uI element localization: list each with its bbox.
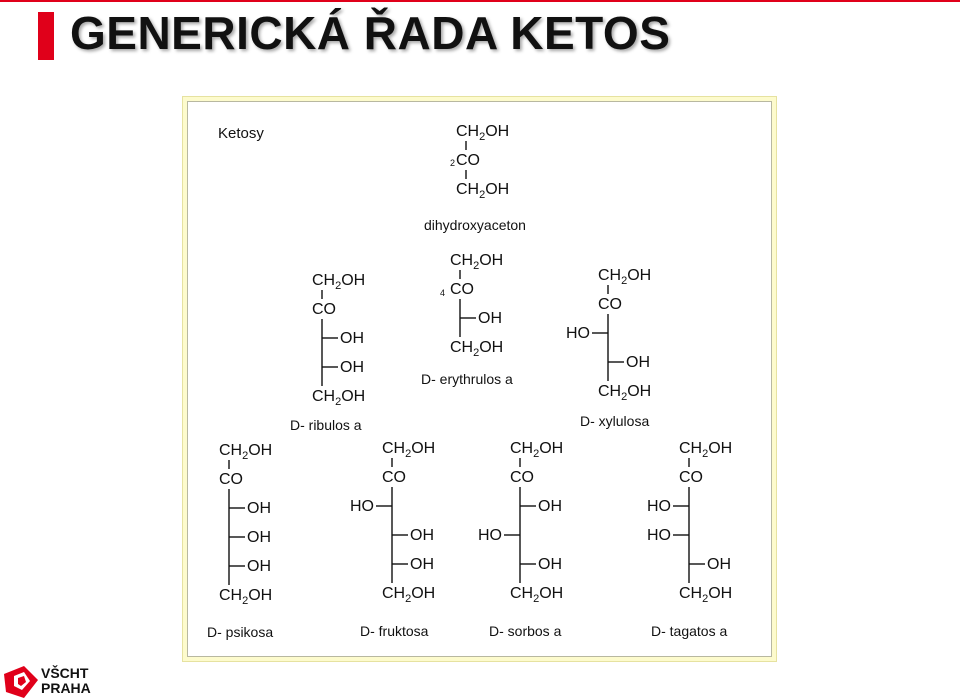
tagatosa-ho-1: HO [647, 527, 671, 544]
tagatosa-ch2oh-top: CH2OH [679, 440, 732, 460]
ribulosa-oh-1: OH [340, 359, 364, 376]
psikosa-co-group: CO [219, 471, 243, 488]
tagatosa-ho-0: HO [647, 498, 671, 515]
fruktosa-co-group: CO [382, 469, 406, 486]
fruktosa-name-label: D- fruktosa [360, 623, 429, 639]
dihydroxyaceton-ch2oh-bottom: CH2OH [456, 181, 509, 201]
psikosa-oh-2: OH [247, 558, 271, 575]
xylulosa-ho-0: HO [566, 325, 590, 342]
sorbosa-ch2oh-bottom: CH2OH [510, 585, 563, 605]
fruktosa-oh-2: OH [410, 556, 434, 573]
psikosa-oh-1: OH [247, 529, 271, 546]
xylulosa-ch2oh-bottom: CH2OH [598, 383, 651, 403]
xylulosa-co-group: CO [598, 296, 622, 313]
erythrulosa-co-group: CO [450, 281, 474, 298]
fruktosa-ch2oh-bottom: CH2OH [382, 585, 435, 605]
tagatosa-co-group: CO [679, 469, 703, 486]
logo-line-2: PRAHA [41, 680, 91, 696]
dihydroxyaceton-name-label: dihydroxyaceton [424, 217, 526, 233]
psikosa-oh-0: OH [247, 500, 271, 517]
tagatosa-ch2oh-bottom: CH2OH [679, 585, 732, 605]
ribulosa-co-group: CO [312, 301, 336, 318]
ribulosa-ch2oh-bottom: CH2OH [312, 388, 365, 408]
ribulosa-oh-0: OH [340, 330, 364, 347]
tagatosa-name-label: D- tagatos a [651, 623, 727, 639]
ribulosa-name-label: D- ribulos a [290, 417, 362, 433]
psikosa-name-label: D- psikosa [207, 624, 273, 640]
erythrulosa-ch2oh-bottom: CH2OH [450, 339, 503, 359]
logo-text: VŠCHT PRAHA [41, 666, 91, 696]
psikosa-ch2oh-bottom: CH2OH [219, 587, 272, 607]
diagram-heading: Ketosy [218, 125, 264, 142]
erythrulosa-oh-0: OH [478, 310, 502, 327]
slide-title: GENERICKÁ ŘADA KETOS [70, 7, 671, 59]
xylulosa-ch2oh-top: CH2OH [598, 267, 651, 287]
dihydroxyaceton-ch2oh-top: CH2OH [456, 123, 509, 143]
erythrulosa-carbon-marker: 4 [440, 288, 445, 298]
sorbosa-oh-0: OH [538, 498, 562, 515]
psikosa-ch2oh-top: CH2OH [219, 442, 272, 462]
sorbosa-co-group: CO [510, 469, 534, 486]
top-accent-line [0, 0, 960, 2]
logo-line-1: VŠCHT [41, 665, 89, 681]
title-accent-bar [38, 12, 54, 60]
fruktosa-ho-0: HO [350, 498, 374, 515]
fruktosa-ch2oh-top: CH2OH [382, 440, 435, 460]
ribulosa-ch2oh-top: CH2OH [312, 272, 365, 292]
sorbosa-ch2oh-top: CH2OH [510, 440, 563, 460]
fruktosa-oh-1: OH [410, 527, 434, 544]
xylulosa-oh-1: OH [626, 354, 650, 371]
erythrulosa-name-label: D- erythrulos a [421, 371, 513, 387]
erythrulosa-ch2oh-top: CH2OH [450, 252, 503, 272]
vscht-logo-icon [4, 666, 38, 698]
xylulosa-name-label: D- xylulosa [580, 413, 649, 429]
sorbosa-ho-1: HO [478, 527, 502, 544]
dihydroxyaceton-carbon-marker: 2 [450, 158, 455, 168]
sorbosa-oh-2: OH [538, 556, 562, 573]
dihydroxyaceton-co-group: CO [456, 152, 480, 169]
tagatosa-oh-2: OH [707, 556, 731, 573]
sorbosa-name-label: D- sorbos a [489, 623, 562, 639]
